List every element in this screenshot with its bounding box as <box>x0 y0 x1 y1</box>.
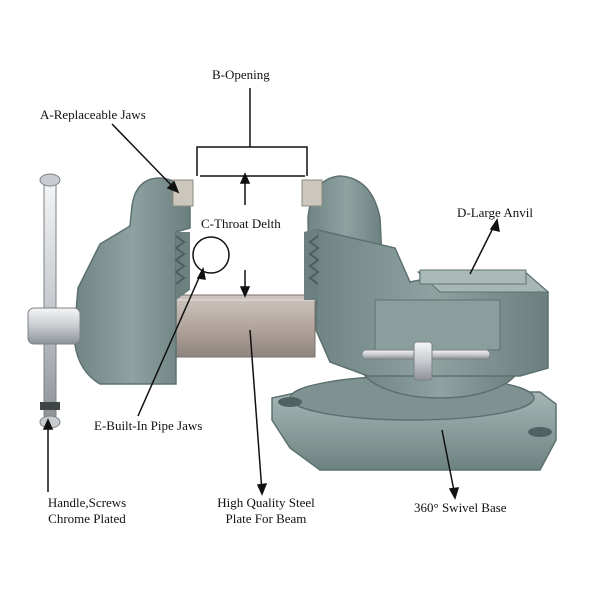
replaceable-jaws <box>172 179 323 207</box>
handle-arrowhead <box>42 418 54 430</box>
throat-arrowhead-top <box>239 172 251 184</box>
pipe-jaws-arrowhead <box>196 266 206 280</box>
steel-beam <box>169 294 316 358</box>
swivel-arrowhead <box>448 487 460 500</box>
label-throat-depth: C-Throat Delth <box>201 216 281 231</box>
label-pipe-jaws: E-Built-In Pipe Jaws <box>94 418 203 433</box>
label-handle-line2: Chrome Plated <box>48 511 126 526</box>
jaws-leader <box>111 123 177 191</box>
label-steel-beam: High Quality Steel Plate For Beam <box>206 495 326 527</box>
label-large-anvil: D-Large Anvil <box>457 205 533 220</box>
swivel-lock-handle <box>361 341 491 381</box>
large-anvil <box>419 269 527 285</box>
label-handle: Handle,Screws Chrome Plated <box>32 495 142 527</box>
throat-arrowhead-bottom <box>239 286 251 298</box>
anvil-leader <box>469 221 497 275</box>
jaws-arrowhead <box>166 180 180 194</box>
anvil-arrowhead <box>489 218 500 233</box>
steel-arrowhead <box>256 483 268 496</box>
pipe-jaws <box>174 235 320 285</box>
label-steel-line2: Plate For Beam <box>225 511 307 526</box>
label-steel-line1: High Quality Steel <box>217 495 315 510</box>
opening-bracket <box>196 146 308 176</box>
label-swivel-base: 360° Swivel Base <box>414 500 507 515</box>
chrome-handle <box>27 173 81 429</box>
pipe-jaws-circle <box>192 236 230 274</box>
label-replaceable-jaws: A-Replaceable Jaws <box>40 107 146 122</box>
swivel-leader <box>441 429 456 497</box>
label-handle-line1: Handle,Screws <box>47 495 127 510</box>
annotation-lines <box>42 88 500 500</box>
pipe-jaws-leader <box>137 270 203 417</box>
steel-leader <box>249 329 263 493</box>
label-opening: B-Opening <box>212 67 270 82</box>
